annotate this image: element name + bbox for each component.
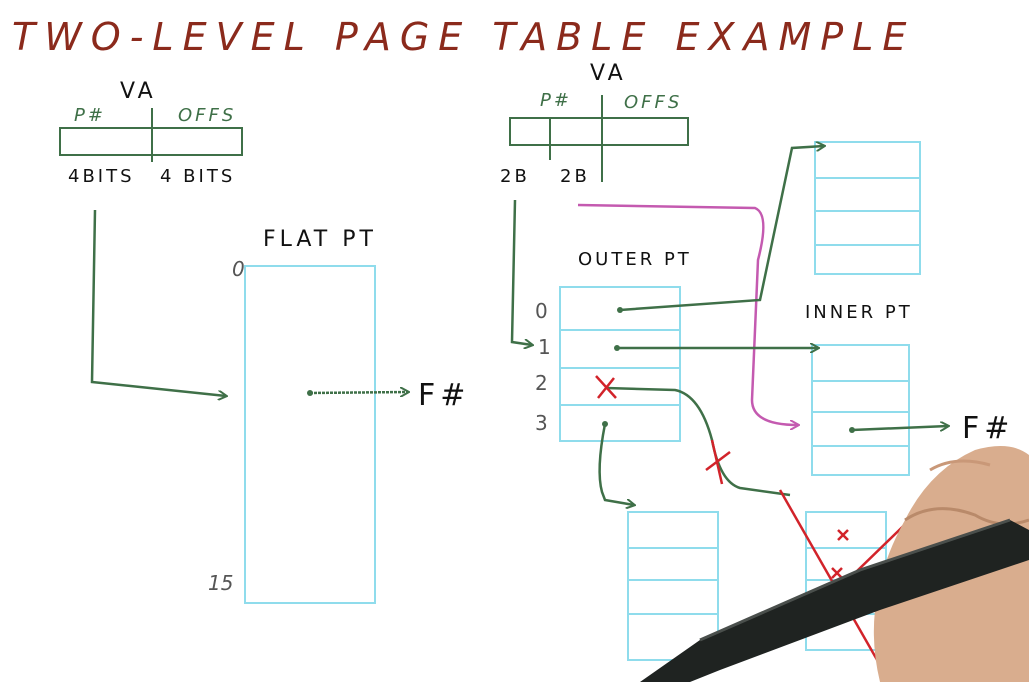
outer-entry-3-arrow <box>598 423 634 505</box>
flat-frame-arrow <box>309 392 408 393</box>
outer-index-1: 1 <box>538 335 551 359</box>
outer-index-arrow <box>510 199 532 345</box>
invalid-entry-cross-icon <box>595 375 731 485</box>
flat-pt-label: FLAT PT <box>263 227 377 252</box>
outer-index-2: 2 <box>535 371 548 395</box>
flat-index-bottom: 15 <box>208 571 233 595</box>
inner-frame-arrow <box>851 426 948 430</box>
inner-pt-label: INNER PT <box>805 302 913 323</box>
flat-bits-right: 4 BITS <box>160 166 235 187</box>
twolevel-pnum-label: P# <box>540 90 572 111</box>
flat-page-table <box>244 265 376 604</box>
flat-bits-left: 4BITS <box>68 166 135 187</box>
marker-pen <box>640 518 1029 682</box>
flat-offs-label: OFFS <box>178 105 236 126</box>
flat-frame-label: F# <box>418 378 470 413</box>
outer-index-3: 3 <box>535 411 548 435</box>
flat-index-top: 0 <box>232 257 245 281</box>
twolevel-bits-inner: 2B <box>560 166 590 187</box>
outer-entry-2-arrow <box>605 386 791 497</box>
inner-index-arrow <box>577 203 798 425</box>
twolevel-va-label: VA <box>590 61 627 86</box>
twolevel-frame-label: F# <box>962 411 1014 446</box>
flat-pnum-arrow <box>90 209 226 396</box>
twolevel-va-box <box>509 95 689 182</box>
twolevel-bits-outer: 2B <box>500 166 530 187</box>
flat-va-box <box>59 108 243 162</box>
diagram-title: TWO-LEVEL PAGE TABLE EXAMPLE <box>12 15 915 59</box>
flat-pnum-label: P# <box>74 105 106 126</box>
outer-pt-label: OUTER PT <box>578 249 692 270</box>
flat-va-label: VA <box>120 79 157 104</box>
outer-entry-0-arrow <box>619 146 824 312</box>
outer-page-table <box>559 286 681 442</box>
inner-page-table-top <box>814 141 921 275</box>
inner-page-table-middle <box>811 344 910 476</box>
outer-index-0: 0 <box>535 299 548 323</box>
twolevel-offs-label: OFFS <box>624 92 682 113</box>
